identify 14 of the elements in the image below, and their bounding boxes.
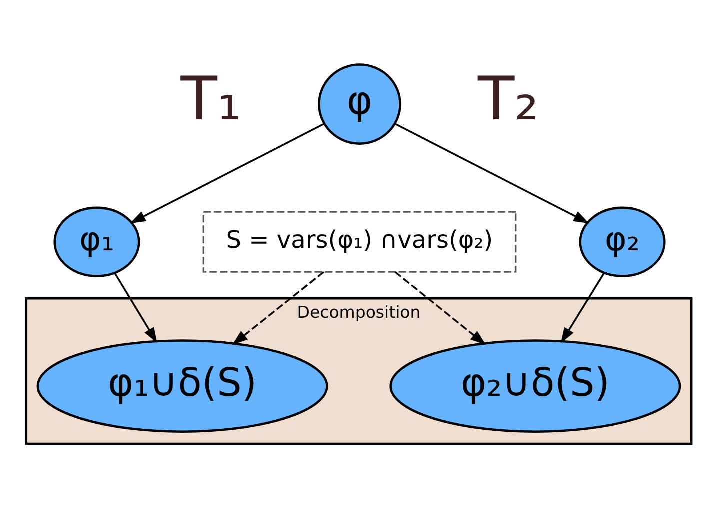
node-ellipse: φ₁ xyxy=(54,206,140,278)
node-box: S = vars(φ₁) ∩vars(φ₂) xyxy=(202,211,517,273)
arrow xyxy=(114,273,158,344)
node-ellipse: φ₂∪δ(S) xyxy=(390,340,682,433)
arrow xyxy=(130,123,325,224)
node-ellipse: φ₁∪δ(S) xyxy=(36,340,328,433)
arrow xyxy=(394,271,486,346)
arrow xyxy=(560,272,606,344)
node-ellipse: φ₂ xyxy=(579,206,666,278)
label: T₂ xyxy=(478,64,539,134)
arrow xyxy=(232,271,324,346)
node-circle: φ xyxy=(318,64,402,145)
label: T₁ xyxy=(180,64,242,134)
arrow xyxy=(394,123,590,224)
